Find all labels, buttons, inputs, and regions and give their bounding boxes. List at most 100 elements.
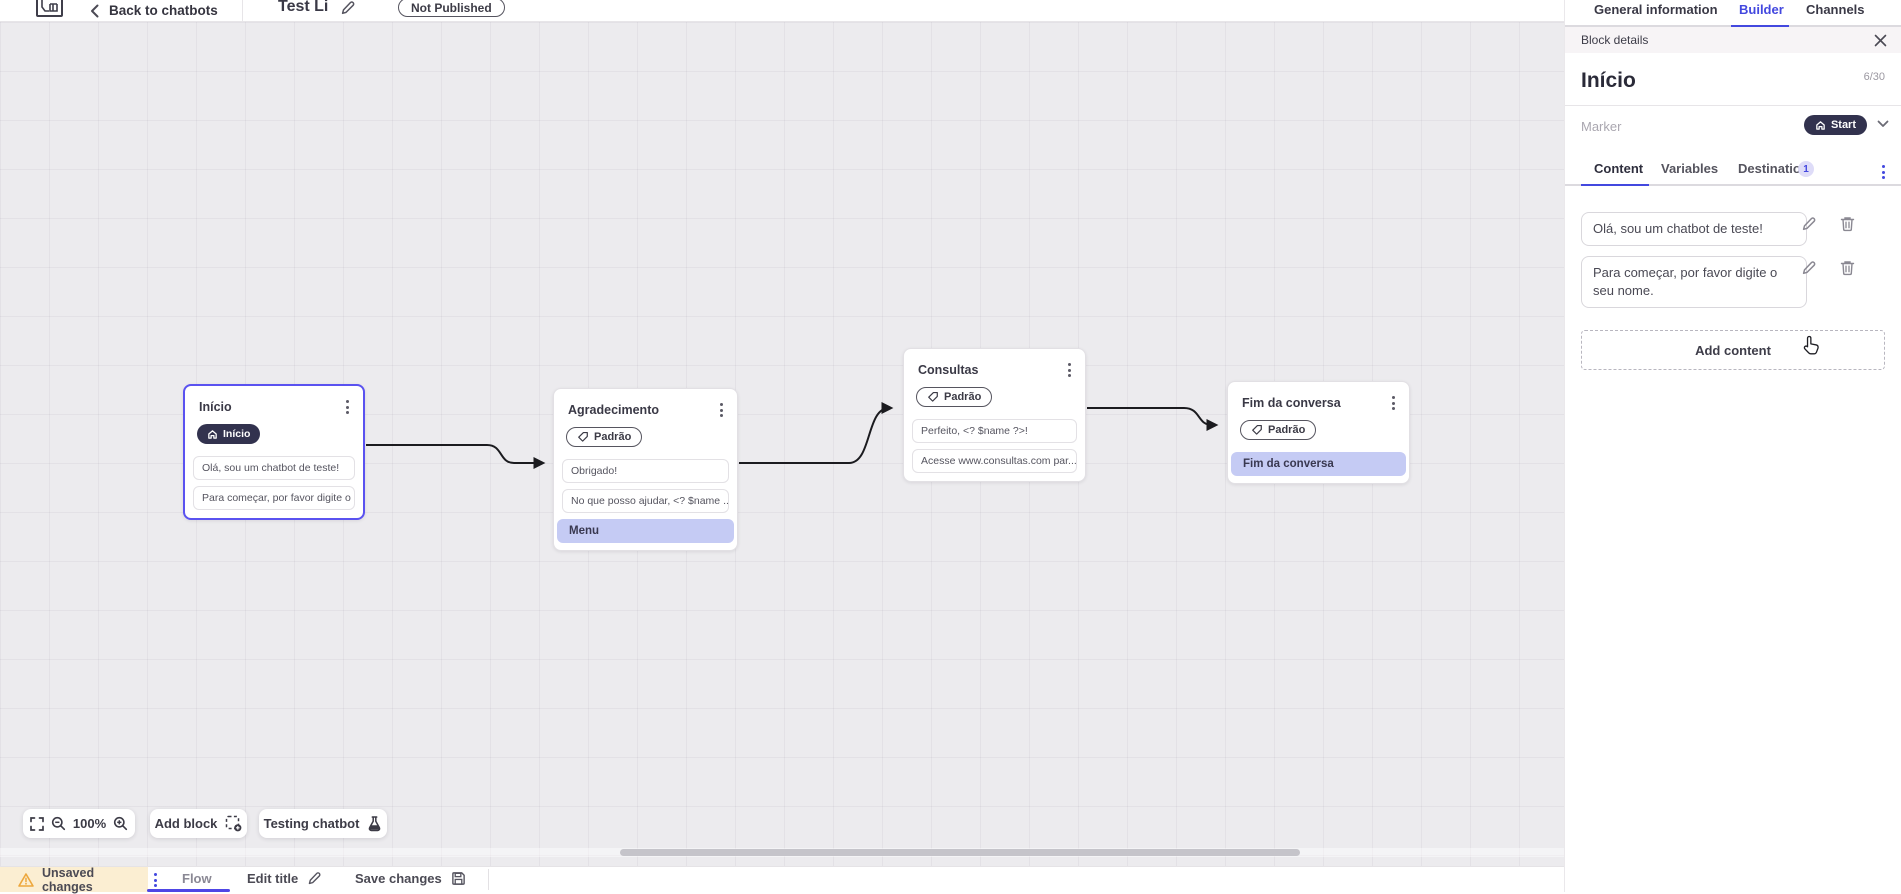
kebab-icon: [718, 401, 725, 419]
save-changes-label: Save changes: [355, 871, 442, 886]
bottom-bar: Unsaved changes Flow Edit title Save cha…: [0, 866, 1564, 894]
save-icon: [451, 872, 465, 885]
edit-content-button[interactable]: [1801, 216, 1817, 232]
start-marker-badge: Início: [197, 424, 261, 444]
close-icon: [1874, 34, 1887, 46]
edit-chatbot-title-button[interactable]: [340, 0, 356, 16]
flask-icon: [369, 815, 381, 831]
testing-chatbot-label: Testing chatbot: [263, 816, 360, 831]
chevron-down-icon: [1877, 120, 1889, 127]
connection-inicio-agradecimento: [366, 444, 546, 469]
marker-label: Marker: [1581, 119, 1622, 134]
badge-label: Início: [223, 428, 251, 440]
unsaved-changes-indicator: Unsaved changes: [0, 866, 148, 894]
tab-general-information[interactable]: General information: [1594, 2, 1718, 17]
node-inicio[interactable]: Início Início Olá, sou um chatbot de tes…: [183, 384, 365, 520]
back-to-chatbots-button[interactable]: Back to chatbots: [90, 0, 218, 21]
trash-icon: [1840, 261, 1855, 276]
logo-glyph: [41, 0, 58, 12]
delete-content-button[interactable]: [1840, 260, 1855, 276]
tag-marker-badge: Padrão: [566, 427, 643, 447]
node-message-item[interactable]: Obrigado!: [562, 459, 729, 483]
top-bar: Back to chatbots Test Li Not Published: [0, 0, 1564, 22]
tab-content[interactable]: Content: [1594, 161, 1644, 176]
node-linked-item[interactable]: Menu: [557, 519, 734, 543]
builder-tab-underline: [1731, 25, 1789, 27]
kebab-icon: [1066, 361, 1073, 379]
close-panel-button[interactable]: [1874, 34, 1887, 47]
tab-variables[interactable]: Variables: [1661, 161, 1719, 176]
flow-options-button[interactable]: [152, 871, 159, 889]
block-name[interactable]: Início: [1581, 69, 1636, 92]
pencil-icon: [341, 1, 355, 15]
pencil-icon: [309, 872, 321, 885]
marker-value: Start: [1830, 119, 1856, 131]
node-fim-da-conversa[interactable]: Fim da conversa Padrão Fim da conversa: [1227, 381, 1410, 484]
header-divider: [242, 0, 243, 21]
node-consultas[interactable]: Consultas Padrão Perfeito, <? $name ?>! …: [903, 348, 1086, 482]
node-message-item[interactable]: Para começar, por favor digite o ...: [193, 485, 355, 510]
node-message-item[interactable]: No que posso ajudar, <? $name ...: [562, 489, 729, 513]
edit-content-button[interactable]: [1801, 260, 1817, 276]
tag-marker-badge: Padrão: [916, 387, 993, 407]
marker-value-pill[interactable]: Start: [1803, 115, 1867, 135]
fit-view-button[interactable]: [30, 816, 44, 831]
node-menu-button[interactable]: [344, 398, 351, 416]
node-message-item[interactable]: Olá, sou um chatbot de teste!: [193, 455, 355, 480]
save-changes-button[interactable]: Save changes: [355, 871, 466, 886]
kebab-icon: [1880, 163, 1887, 181]
add-content-button[interactable]: Add content: [1581, 330, 1885, 370]
flow-canvas[interactable]: Início Início Olá, sou um chatbot de tes…: [0, 22, 1564, 866]
content-text-field[interactable]: Para começar, por favor digite o seu nom…: [1581, 256, 1807, 308]
fullscreen-icon: [30, 816, 44, 831]
tag-icon: [928, 391, 938, 402]
horizontal-scrollbar-thumb[interactable]: [620, 849, 1300, 856]
footer-divider: [488, 869, 489, 890]
marker-row: Marker Start: [1565, 106, 1901, 150]
edit-title-button[interactable]: Edit title: [247, 871, 322, 886]
zoom-in-button[interactable]: [113, 816, 128, 831]
tag-marker-badge: Padrão: [1240, 420, 1317, 440]
kebab-icon: [1390, 394, 1397, 412]
kebab-icon: [344, 398, 351, 416]
zoom-in-icon: [114, 816, 128, 831]
content-item-row: Para começar, por favor digite o seu nom…: [1581, 256, 1885, 308]
badge-label: Padrão: [944, 391, 982, 403]
content-item-row: Olá, sou um chatbot de teste!: [1581, 212, 1885, 246]
tab-channels[interactable]: Channels: [1806, 2, 1865, 17]
back-chevron-icon: [91, 4, 99, 17]
zoom-out-button[interactable]: [51, 816, 66, 831]
node-title: Agradecimento: [568, 403, 659, 417]
node-agradecimento[interactable]: Agradecimento Padrão Obrigado! No que po…: [553, 388, 738, 551]
node-menu-button[interactable]: [1066, 361, 1073, 379]
tab-destination[interactable]: Destination: [1738, 161, 1809, 176]
node-linked-item[interactable]: Fim da conversa: [1231, 452, 1406, 476]
zoom-level: 100%: [72, 816, 107, 831]
node-menu-button[interactable]: [718, 401, 725, 419]
marker-dropdown-button[interactable]: [1877, 120, 1889, 128]
zoom-out-icon: [51, 816, 65, 831]
badge-label: Padrão: [1268, 424, 1306, 436]
node-title: Consultas: [918, 363, 979, 377]
node-message-item[interactable]: Acesse www.consultas.com par...: [912, 449, 1077, 473]
flow-tab-underline: [147, 889, 230, 892]
content-text-field[interactable]: Olá, sou um chatbot de teste!: [1581, 212, 1807, 246]
add-block-button[interactable]: Add block: [150, 809, 247, 838]
tab-builder[interactable]: Builder: [1739, 2, 1784, 17]
delete-content-button[interactable]: [1840, 216, 1855, 232]
destination-count-badge: 1: [1798, 161, 1814, 177]
panel-header-label: Block details: [1581, 33, 1649, 47]
block-name-row[interactable]: Início 6/30: [1565, 53, 1901, 106]
app-logo[interactable]: [36, 0, 63, 17]
pencil-icon: [1802, 261, 1815, 275]
connection-consultas-fim: [1087, 407, 1219, 431]
node-message-item[interactable]: Perfeito, <? $name ?>!: [912, 419, 1077, 443]
block-details-panel: General information Builder Channels Blo…: [1564, 0, 1901, 892]
content-options-button[interactable]: [1880, 163, 1887, 181]
tab-flow[interactable]: Flow: [182, 871, 212, 886]
warning-icon: [18, 872, 34, 887]
zoom-controls: 100%: [23, 809, 135, 838]
node-menu-button[interactable]: [1390, 394, 1397, 412]
testing-chatbot-button[interactable]: Testing chatbot: [259, 809, 387, 838]
node-title: Início: [199, 400, 232, 414]
